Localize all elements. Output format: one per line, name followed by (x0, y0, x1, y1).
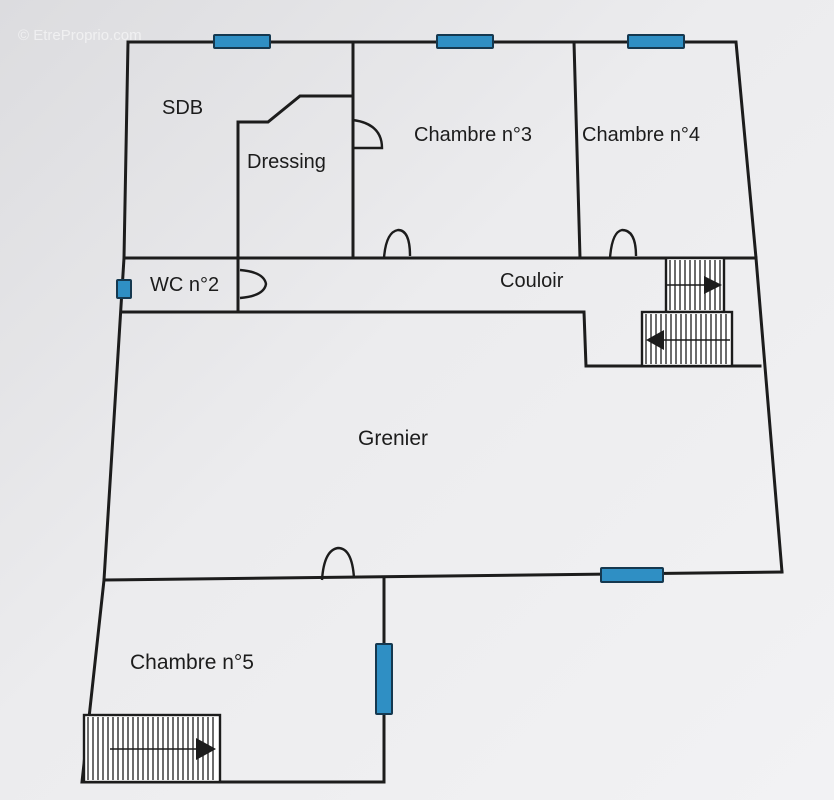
window-chambre5 (375, 643, 393, 715)
doors (239, 118, 638, 581)
room-labels: SDB Dressing Chambre n°3 Chambre n°4 WC … (130, 97, 700, 674)
window-chambre3 (436, 34, 494, 49)
window-grenier (600, 567, 664, 583)
room-label-chambre3: Chambre n°3 (414, 124, 532, 146)
room-label-chambre4: Chambre n°4 (582, 124, 700, 146)
door-chambre4 (608, 228, 638, 259)
window-wc2 (116, 279, 132, 299)
window-sdb (213, 34, 271, 49)
door-wc2 (239, 268, 268, 300)
windows (116, 34, 685, 715)
staircase-lower (82, 713, 222, 784)
room-label-sdb: SDB (162, 97, 203, 119)
watermark: © EtreProprio.com (18, 27, 142, 44)
room-label-grenier: Grenier (358, 427, 428, 450)
room-label-couloir: Couloir (500, 270, 564, 292)
staircase-upper (640, 256, 734, 368)
room-label-wc2: WC n°2 (150, 274, 219, 296)
door-dressing (352, 118, 384, 150)
room-label-dressing: Dressing (247, 151, 326, 173)
door-grenier (320, 546, 356, 581)
room-label-chambre5: Chambre n°5 (130, 651, 254, 674)
window-chambre4 (627, 34, 685, 49)
door-chambre3 (382, 228, 412, 259)
